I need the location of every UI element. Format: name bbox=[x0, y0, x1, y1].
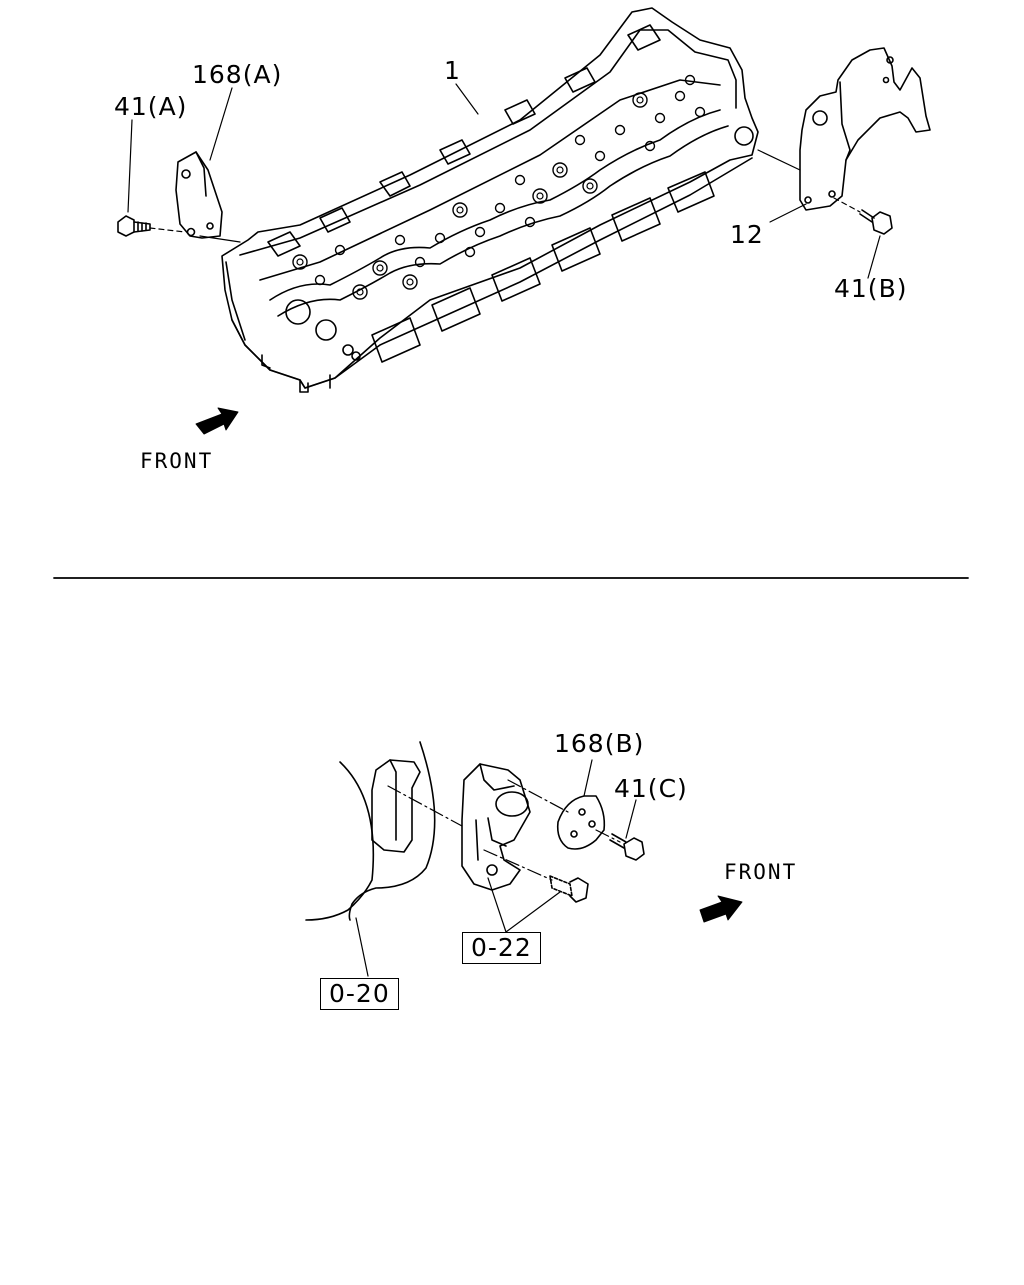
callout-part-1: 1 bbox=[444, 56, 461, 85]
port-circle bbox=[684, 74, 696, 86]
port-circle bbox=[292, 254, 308, 270]
port-circle bbox=[494, 202, 506, 214]
alignment-centerlines bbox=[387, 779, 621, 881]
port-circle bbox=[352, 284, 368, 300]
cylinder-head-drawing bbox=[221, 7, 759, 393]
engine-block-outline bbox=[305, 741, 436, 921]
callout-part-168b: 168(B) bbox=[554, 729, 645, 758]
port-circle bbox=[402, 274, 418, 290]
port-circle bbox=[532, 188, 548, 204]
port-circle bbox=[524, 216, 536, 228]
port-circle bbox=[582, 178, 598, 194]
port-circle bbox=[632, 92, 648, 108]
port-circle bbox=[694, 106, 706, 118]
reference-box-0-20[interactable]: 0-20 bbox=[320, 978, 399, 1010]
port-circle-inner bbox=[376, 264, 384, 272]
bottom-leader-lines bbox=[355, 759, 637, 977]
front-label-bottom: FRONT bbox=[724, 860, 798, 884]
callout-part-41a: 41(A) bbox=[114, 92, 188, 121]
port-circle bbox=[594, 150, 606, 162]
port-circle bbox=[654, 112, 666, 124]
mount-bolt-drawing bbox=[549, 875, 589, 903]
port-circle bbox=[474, 226, 486, 238]
port-circle-inner bbox=[636, 96, 644, 104]
engine-mount-drawing bbox=[461, 763, 531, 891]
port-circle bbox=[574, 134, 586, 146]
port-circle-inner bbox=[586, 182, 594, 190]
port-circle-inner bbox=[556, 166, 564, 174]
bolt-41b-drawing bbox=[859, 209, 893, 235]
port-circle bbox=[614, 124, 626, 136]
reference-box-0-22[interactable]: 0-22 bbox=[462, 932, 541, 964]
bolt-41a-drawing bbox=[117, 215, 151, 237]
cylinder-head-ports bbox=[292, 74, 706, 300]
port-circle bbox=[514, 174, 526, 186]
port-circle bbox=[314, 274, 326, 286]
port-circle-inner bbox=[296, 258, 304, 266]
bracket-168a-drawing bbox=[175, 151, 223, 239]
port-circle bbox=[434, 232, 446, 244]
port-circle bbox=[452, 202, 468, 218]
port-circle-inner bbox=[536, 192, 544, 200]
plate-168b-drawing bbox=[556, 795, 606, 850]
front-arrow-bottom bbox=[699, 895, 743, 923]
port-circle-inner bbox=[456, 206, 464, 214]
port-circle bbox=[552, 162, 568, 178]
port-circle bbox=[334, 244, 346, 256]
front-arrow-top bbox=[195, 407, 239, 435]
port-circle-inner bbox=[406, 278, 414, 286]
front-label-top: FRONT bbox=[140, 449, 214, 473]
bolt-41c-drawing bbox=[609, 833, 645, 861]
callout-part-168a: 168(A) bbox=[192, 60, 283, 89]
callout-part-41b: 41(B) bbox=[834, 274, 908, 303]
callout-part-12: 12 bbox=[730, 220, 764, 249]
port-circle bbox=[674, 90, 686, 102]
callout-part-41c: 41(C) bbox=[614, 774, 688, 803]
port-circle bbox=[372, 260, 388, 276]
port-circle bbox=[394, 234, 406, 246]
port-circle-inner bbox=[356, 288, 364, 296]
port-circle bbox=[414, 256, 426, 268]
top-leader-lines bbox=[127, 83, 881, 279]
port-circle bbox=[644, 140, 656, 152]
port-circle bbox=[464, 246, 476, 258]
bracket-12-drawing bbox=[799, 47, 931, 211]
